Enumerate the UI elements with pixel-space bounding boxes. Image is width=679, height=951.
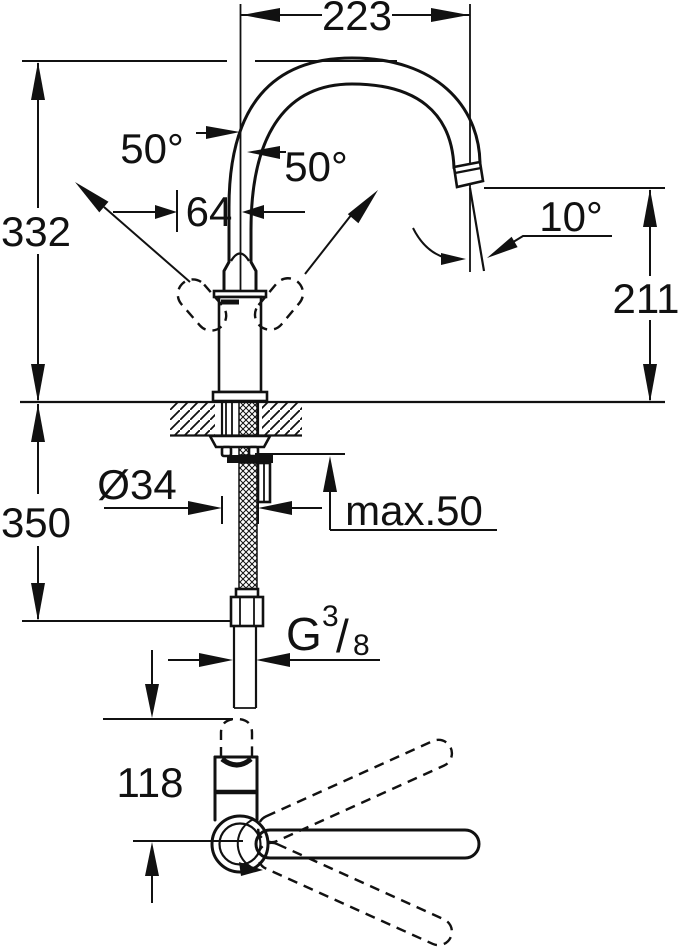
thread-slash: / (336, 610, 349, 662)
stabilizer-plate (207, 434, 273, 449)
elevation-view (75, 4, 486, 403)
arrowhead-up (31, 62, 45, 100)
spout-outlet (452, 160, 485, 189)
arrowhead-left (188, 501, 222, 515)
dim-hole-diameter: Ø34 (97, 461, 176, 508)
thread-denominator: 8 (353, 629, 370, 662)
dim-hose-length-group: 350 (1, 404, 230, 622)
swivel-arrow-right (347, 190, 378, 224)
angle-swivel-right: 50° (284, 143, 348, 190)
leader-arrowhead (247, 146, 280, 159)
aerator-line (454, 166, 482, 175)
swivel-range-line-right (304, 213, 353, 275)
spout-outer-curve (227, 56, 482, 209)
arrowhead-right (256, 653, 290, 667)
dim-spout-reach-group: 223 (241, 0, 470, 39)
dim-spout-reach: 223 (322, 0, 392, 39)
angle-stream-group: 10° (412, 193, 612, 265)
lever-arm-solid (254, 828, 481, 860)
swivel-arrow-left (75, 182, 109, 213)
dim-lever-height-group: 118 (103, 650, 243, 903)
base-flange (211, 390, 269, 403)
riser-left-edge (222, 205, 231, 293)
dim-hose-length: 350 (1, 499, 71, 546)
spout-inner-curve (249, 82, 456, 232)
arrowhead-right (258, 501, 292, 515)
counter-hatch-right (262, 403, 302, 435)
knob-base-shadow (220, 756, 253, 768)
arrowhead-down (643, 364, 657, 402)
dim-max-thickness-group: max.50 (255, 453, 497, 534)
flex-hose-lower (238, 462, 258, 593)
dim-total-height: 332 (1, 208, 71, 255)
lever-swivel-right-dashed (253, 277, 305, 331)
arrowhead-up (323, 456, 337, 492)
arrowhead-left (242, 8, 280, 22)
angle-stream: 10° (539, 193, 603, 240)
leader-arrowhead (206, 126, 240, 139)
dim-outlet-height: 211 (613, 275, 679, 322)
angle-swivel-right-group: 50° (247, 143, 348, 190)
stream-arc-arrowhead (441, 253, 466, 265)
swivel-range-line-left (103, 206, 191, 283)
lever-arm-down-dashed (256, 841, 454, 947)
arrowhead-right (431, 8, 469, 22)
hose-connector-nut (229, 595, 265, 628)
thread-numerator: 3 (322, 600, 339, 633)
rotation-arc-arrow (236, 818, 255, 868)
countertop-section (20, 400, 665, 709)
dim-spout-offset-group: 64 (113, 188, 305, 235)
arrowhead-down (31, 583, 45, 621)
angle-swivel-left-group: 50° (120, 125, 240, 172)
pivot-outer-circle (210, 814, 270, 874)
dim-total-height-group: 332 (1, 60, 397, 402)
arrowhead-up (643, 189, 657, 227)
arrowhead-up (145, 842, 159, 876)
dim-lever-height: 118 (117, 759, 184, 806)
leader-arrowhead (487, 236, 518, 258)
arrowhead-up (31, 404, 45, 442)
dim-thread-group: G 3 / 8 (168, 600, 380, 667)
angle-swivel-left: 50° (120, 125, 184, 172)
arrowhead-down (31, 364, 45, 402)
arrowhead-left (199, 653, 233, 667)
dim-outlet-height-group: 211 (484, 187, 679, 402)
stream-angle-line (468, 187, 486, 272)
fixing-nut (227, 455, 273, 463)
dim-hole-diameter-group: Ø34 (97, 461, 322, 524)
riser-right-edge (249, 228, 258, 293)
stabilizer-hook-left (220, 445, 233, 458)
dim-spout-offset: 64 (186, 188, 233, 235)
lever-arm-up-dashed (256, 738, 454, 844)
lever-knob-front (230, 252, 250, 262)
counter-hatch-left (170, 403, 215, 435)
dim-max-thickness: max.50 (345, 487, 483, 534)
lever-side-view (210, 717, 481, 947)
arrowhead-left (155, 205, 177, 219)
arrowhead-right (242, 205, 264, 219)
arrowhead-down (145, 684, 159, 718)
lever-swivel-left-dashed (176, 278, 228, 332)
thread-prefix: G (286, 608, 322, 660)
rotation-arrowhead (239, 862, 263, 876)
